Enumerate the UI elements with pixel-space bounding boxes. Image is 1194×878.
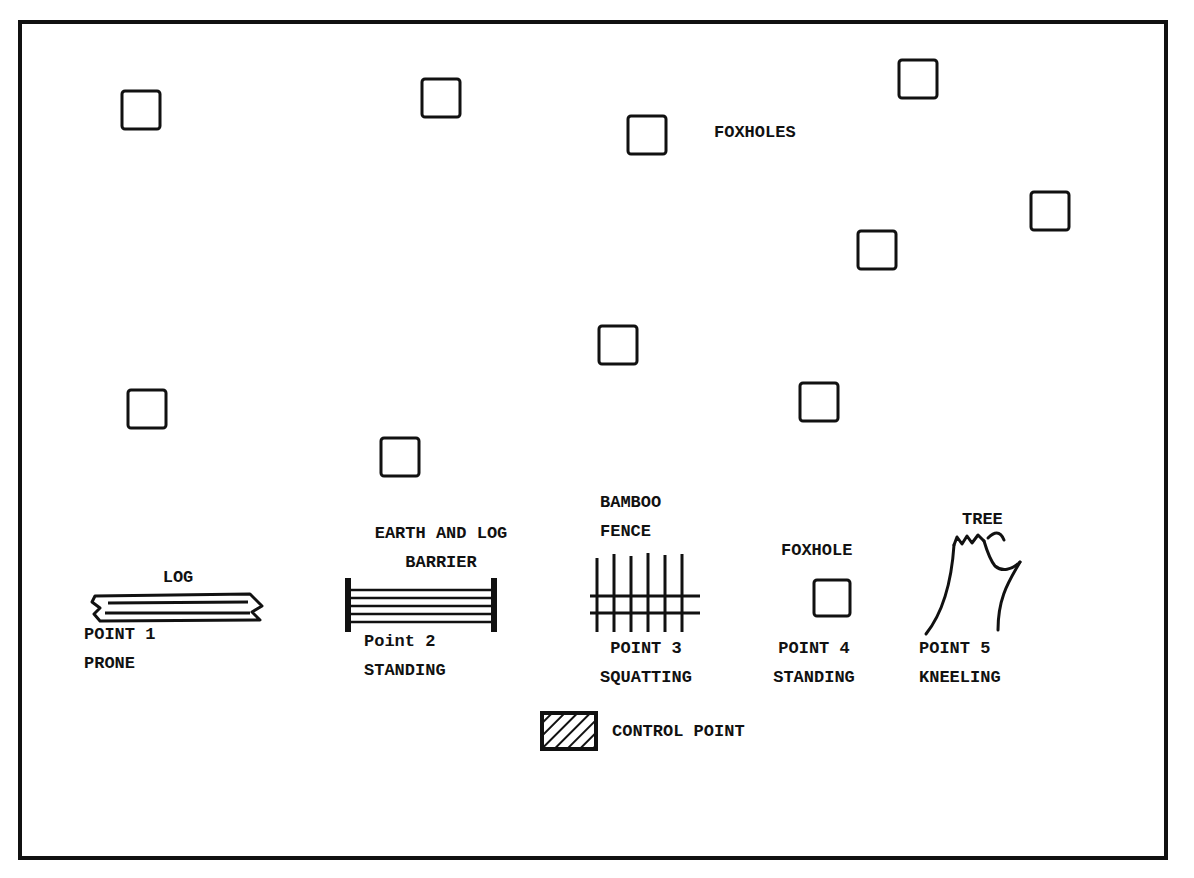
control-point-swatch [540, 711, 598, 751]
bamboo-fence-symbol [590, 553, 700, 632]
object-label: LOG [147, 563, 208, 592]
legend-text: CONTROL POINT [612, 717, 745, 746]
legend-entry: CONTROL POINT [540, 711, 745, 751]
point-label: POINT 4 STANDING [768, 634, 860, 692]
tree-symbol [926, 533, 1020, 634]
point-label: POINT 3 SQUATTING [595, 634, 697, 692]
point-label: Point 2 STANDING [364, 627, 456, 685]
area-label: FOXHOLES [714, 118, 836, 147]
object-label: EARTH AND LOG BARRIER [370, 519, 513, 577]
barrier-symbol [348, 578, 494, 632]
point-label: POINT 1 PRONE [84, 620, 166, 678]
foxhole-squares [122, 60, 1069, 616]
object-label: TREE [962, 505, 1023, 534]
point-label: POINT 5 KNEELING [919, 634, 1011, 692]
object-label: FOXHOLE [781, 536, 863, 565]
object-label: BAMBOO FENCE [600, 488, 671, 546]
frame [20, 22, 1166, 858]
log-symbol [92, 594, 262, 621]
